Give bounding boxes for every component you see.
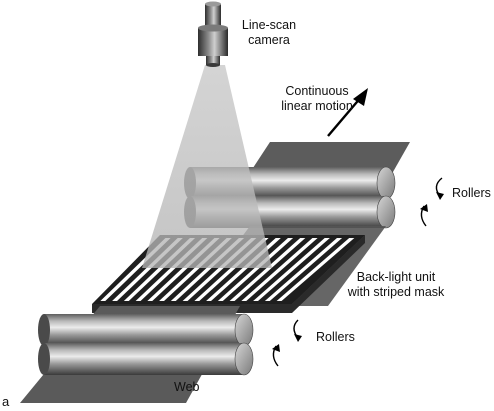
backlight-side [92,235,365,313]
rotation-arrow-top-right-2 [420,204,428,227]
rollers-top-label: Rollers [452,186,491,200]
camera-label-line1: Line-scan [241,18,297,32]
bottom-roller-upper [44,314,244,346]
bottom-roller-upper-cap [234,313,254,347]
camera-label-line2: camera [248,33,290,47]
top-roller-upper-cap [376,166,396,200]
mask-stripe [264,238,343,301]
mask-stripe [253,238,330,301]
web-label: Web [174,380,200,394]
camera-label: Line-scan camera [234,18,304,48]
mask-stripe [276,238,355,301]
backlight-label-line1: Back-light unit [356,270,436,284]
rotation-arrow-bottom-1 [293,319,302,342]
motion-label: Continuous linear motion [262,84,372,114]
mask-stripe [241,238,318,301]
bottom-roller-lower-left-end [38,343,50,375]
rollers-bottom-label: Rollers [316,330,355,344]
motion-label-line1: Continuous [285,84,349,98]
rotation-arrow-top-right-1 [435,177,444,200]
figure-tag: a [2,394,10,409]
backlight-label-line2: with striped mask [347,285,445,299]
motion-arrow [327,88,368,137]
motion-label-line2: linear motion [281,99,353,113]
bottom-roller-pair [38,313,254,376]
bottom-roller-lower-cap [234,342,254,376]
line-scan-camera [198,1,228,67]
rotation-arrow-bottom-2 [272,344,280,367]
backlight-label: Back-light unit with striped mask [336,270,456,300]
light-cone [142,65,272,268]
mask-stripe [229,238,306,301]
bottom-roller-lower [44,343,244,375]
top-roller-lower-cap [376,195,396,229]
bottom-roller-upper-left-end [38,314,50,346]
mask-stripe [217,238,294,301]
